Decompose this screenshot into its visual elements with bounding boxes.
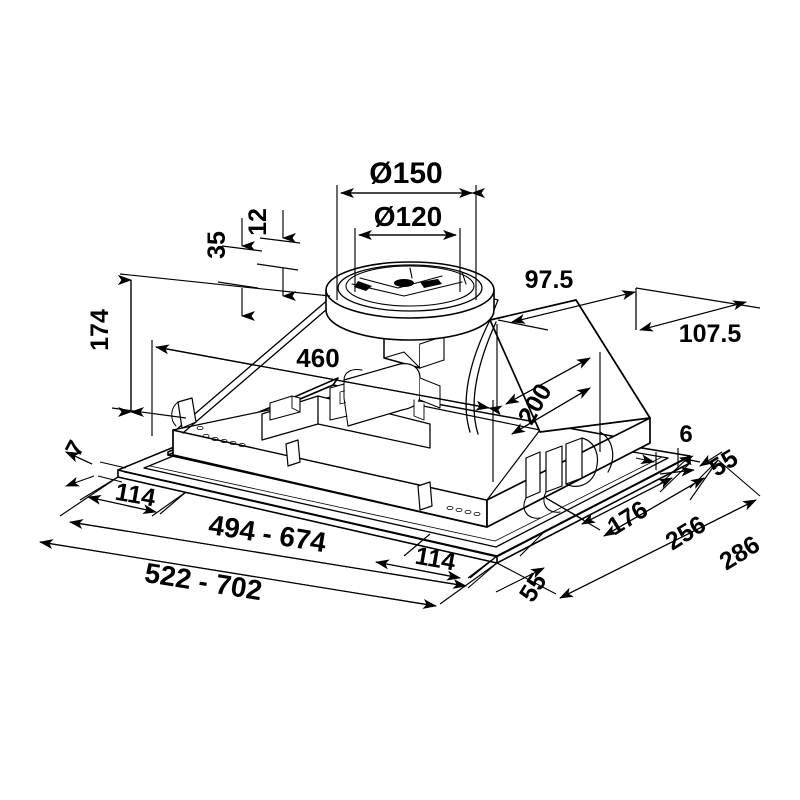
dim-7 bbox=[65, 451, 127, 487]
dim-label-174: 174 bbox=[86, 309, 114, 351]
dim-label-107-5: 107.5 bbox=[679, 320, 742, 348]
hood-body-geometry bbox=[117, 261, 691, 564]
duct-flap-detail bbox=[351, 267, 467, 297]
dimension-lines bbox=[39, 185, 761, 609]
dim-dia150 bbox=[336, 185, 485, 300]
dim-200 bbox=[496, 324, 601, 452]
vent-holes-left bbox=[196, 425, 246, 447]
mounting-clip-mid bbox=[285, 439, 301, 467]
control-module bbox=[261, 363, 441, 449]
mounting-clip-front bbox=[417, 481, 433, 511]
dim-label-12: 12 bbox=[244, 208, 272, 236]
dim-55-front bbox=[469, 529, 547, 593]
dim-494-674 bbox=[69, 491, 498, 589]
dim-label-114-right: 114 bbox=[413, 542, 458, 577]
dim-dia120 bbox=[354, 228, 461, 292]
mounting-clip-left bbox=[171, 397, 197, 429]
dim-label-97-5: 97.5 bbox=[525, 266, 574, 294]
dim-256 bbox=[545, 459, 719, 537]
dim-522-702 bbox=[39, 476, 498, 609]
dim-174 bbox=[111, 273, 331, 419]
canopy-rear-silhouette bbox=[175, 291, 497, 435]
dim-label-dia150: Ø150 bbox=[369, 157, 442, 190]
dim-label-460: 460 bbox=[296, 343, 339, 373]
vent-holes-right bbox=[446, 505, 481, 517]
mounting-clips bbox=[523, 431, 614, 519]
dim-label-35: 35 bbox=[203, 231, 231, 259]
dim-107-5 bbox=[635, 287, 761, 332]
dim-label-dia120: Ø120 bbox=[374, 201, 443, 232]
dim-35 bbox=[217, 218, 263, 321]
dim-label-114-left: 114 bbox=[113, 478, 158, 513]
duct-collar bbox=[325, 261, 495, 341]
canopy-right-taper bbox=[489, 299, 651, 433]
dim-460 bbox=[151, 340, 503, 482]
dim-6 bbox=[635, 448, 701, 470]
dim-286 bbox=[496, 459, 761, 599]
dim-label-6: 6 bbox=[679, 421, 692, 448]
